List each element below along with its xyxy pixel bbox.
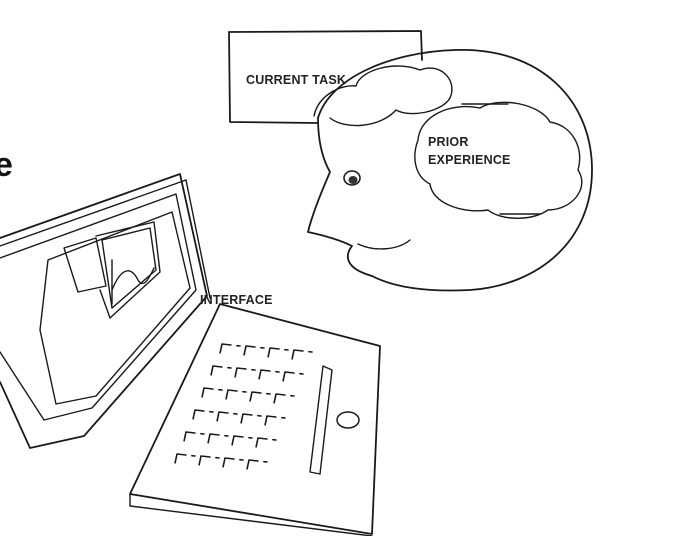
keyboard-key [230,435,253,451]
keyboard-keys [173,343,313,475]
keyboard-key [248,391,271,407]
keyboard-key [218,343,241,359]
keyboard-key [290,349,313,365]
keyboard-key [209,365,232,381]
prior-experience-label-line2: EXPERIENCE [428,153,511,167]
brain-top-lobe [313,65,453,127]
current-task-label: CURRENT TASK [246,73,346,87]
keyboard-key [182,431,205,447]
head-outline [307,49,593,292]
current-task-box: CURRENT TASK [228,30,423,124]
keyboard-key [206,433,229,449]
keyboard-key [245,459,268,475]
prior-experience-lobe: PRIOR EXPERIENCE [414,101,583,219]
keyboard-key [191,409,214,425]
keyboard-key [257,369,280,385]
prior-experience-label-line1: PRIOR [428,135,469,149]
keyboard-key [224,389,247,405]
keyboard-key [239,413,262,429]
keyboard-key [272,393,295,409]
keyboard-key [233,367,256,383]
laptop-illustration [0,173,381,536]
keyboard-key [221,457,244,473]
keyboard-key [254,437,277,453]
keyboard-key [200,387,223,403]
keyboard-key [281,371,304,387]
interface-label: INTERFACE [200,293,273,307]
keyboard-key [242,345,265,361]
keyboard-key [263,415,286,431]
keyboard-key [173,453,196,469]
keyboard-key [197,455,220,471]
keyboard-key [215,411,238,427]
trackpad-button [336,411,360,429]
keyboard-key [266,347,289,363]
edge-text-fragment: e [0,146,13,184]
eye-icon [343,170,361,186]
